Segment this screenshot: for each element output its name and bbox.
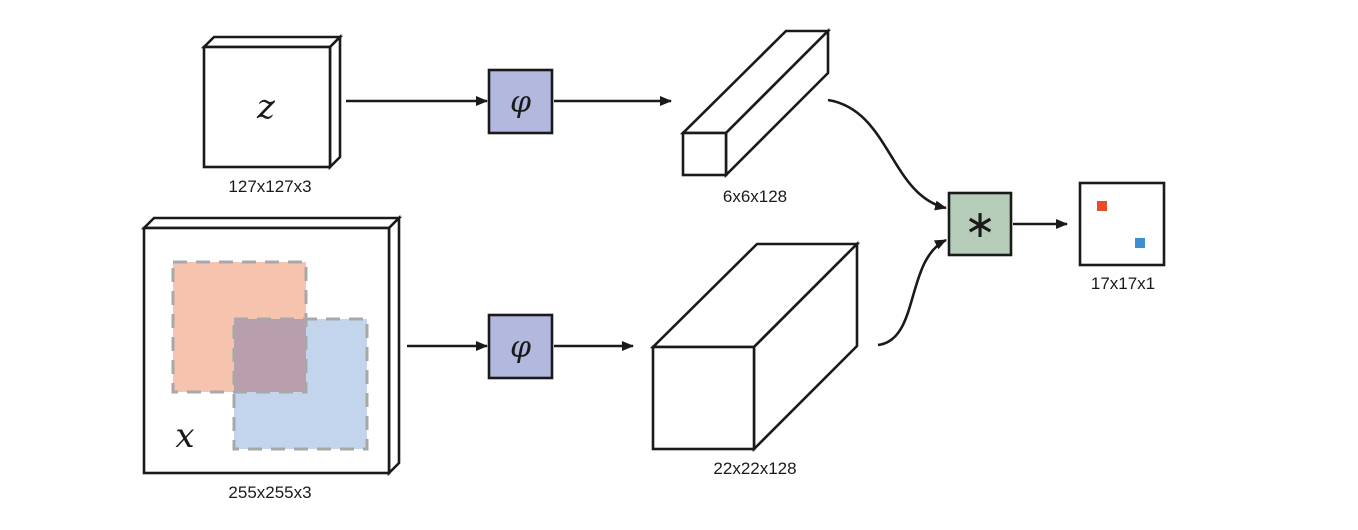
embedding-box-top: φ xyxy=(487,68,554,135)
score-marker-peak xyxy=(1097,201,1107,211)
score-map-size-label: 17x17x1 xyxy=(1091,274,1155,293)
search-feature-map xyxy=(649,240,861,453)
cross-correlation-symbol: ∗ xyxy=(964,202,996,246)
embedding-box-bottom: φ xyxy=(487,313,554,380)
arrow-exemplar-features-to-correlation xyxy=(827,98,947,211)
score-map xyxy=(1078,181,1166,267)
cross-correlation-box: ∗ xyxy=(947,191,1013,257)
exemplar-symbol: z xyxy=(256,87,276,127)
exemplar-image: z xyxy=(200,33,344,171)
score-marker-secondary xyxy=(1135,238,1145,248)
search-image: x xyxy=(140,214,403,477)
search-candidate-overlap xyxy=(234,319,306,392)
embedding-symbol-top: φ xyxy=(510,85,531,120)
search-features-size-label: 22x22x128 xyxy=(713,459,796,478)
search-size-label: 255x255x3 xyxy=(228,483,311,502)
embedding-symbol-bottom: φ xyxy=(510,330,531,365)
arrow-search-features-to-correlation xyxy=(877,238,947,347)
exemplar-features-size-label: 6x6x128 xyxy=(723,187,787,206)
search-symbol: x xyxy=(175,416,194,456)
exemplar-size-label: 127x127x3 xyxy=(228,177,311,196)
exemplar-feature-map xyxy=(679,27,832,179)
